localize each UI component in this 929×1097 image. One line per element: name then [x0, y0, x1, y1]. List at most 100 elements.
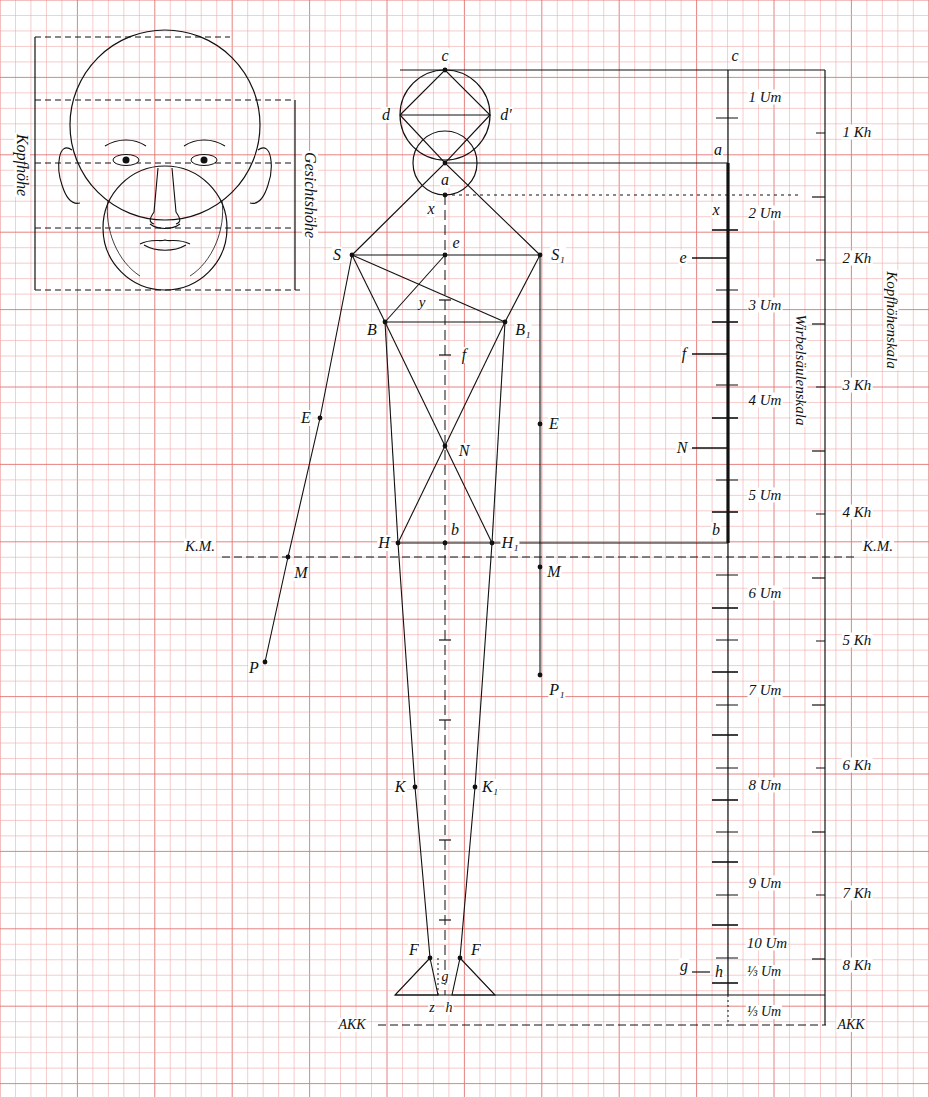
point-label: d′ — [499, 107, 513, 123]
bracket-line — [294, 100, 295, 290]
eyebrow — [105, 140, 146, 146]
grid-line — [0, 1006, 929, 1007]
grid-line — [0, 804, 929, 805]
grid-line — [588, 0, 589, 1097]
grid-line — [0, 433, 929, 434]
point-label: c — [440, 48, 449, 64]
grid-line — [0, 665, 929, 666]
grid-line — [681, 0, 682, 1097]
point-label: 10 Um — [746, 936, 788, 951]
point-label: F — [470, 942, 482, 958]
point-label: 1 Kh — [842, 125, 873, 140]
point-label: P — [248, 660, 260, 676]
scale-tick — [712, 861, 738, 863]
point-dot — [428, 956, 433, 961]
grid-line — [154, 0, 155, 1097]
grid-line — [216, 0, 217, 1097]
point-label: 1 Um — [748, 90, 783, 105]
foot — [452, 958, 495, 995]
grid-line — [820, 0, 821, 1097]
scale-tick — [716, 768, 738, 769]
foot — [395, 958, 438, 995]
point-label: K₁ — [481, 779, 499, 795]
grid-line — [0, 263, 929, 264]
mouth — [140, 240, 190, 250]
point-label: E — [548, 416, 560, 432]
grid-line — [0, 325, 929, 326]
point-label: c — [730, 48, 739, 64]
grid-line — [0, 681, 929, 682]
grid-line — [0, 185, 929, 186]
grid-line — [402, 0, 403, 1097]
grid-line — [0, 619, 929, 620]
grid-line — [557, 0, 558, 1097]
arm-line — [539, 255, 540, 675]
grid-line — [0, 743, 929, 744]
scale-tick — [816, 133, 825, 134]
ear — [59, 148, 80, 203]
point-label: e — [451, 235, 460, 251]
grid-line — [0, 309, 929, 310]
scale-tick — [692, 257, 728, 258]
point-label: K.M. — [184, 539, 216, 554]
grid-line — [0, 990, 929, 991]
grid-line — [371, 0, 372, 1097]
point-label: S — [332, 247, 342, 263]
point-label: N — [676, 440, 689, 456]
grid-line — [0, 247, 929, 248]
point-label: 6 Kh — [842, 758, 873, 773]
eyebrow — [184, 140, 225, 146]
scale-line — [824, 70, 825, 1025]
grid-line — [108, 0, 109, 1097]
nose — [150, 168, 180, 229]
point-label: B — [366, 322, 378, 338]
point-label: x — [426, 201, 435, 217]
point-dot — [538, 253, 543, 258]
scale-title: Kopfhöhe — [14, 133, 30, 197]
grid-line — [804, 0, 805, 1097]
torso-line — [505, 255, 540, 322]
grid-line — [0, 123, 929, 124]
grid-line — [758, 0, 759, 1097]
point-label: b — [450, 522, 460, 538]
point-dot — [473, 785, 478, 790]
grid-line — [743, 0, 744, 1097]
grid-line — [340, 0, 341, 1097]
scale-line — [727, 70, 728, 995]
grid-line — [526, 0, 527, 1097]
scale-tick — [716, 895, 738, 896]
point-label: 2 Kh — [842, 251, 873, 266]
grid-line — [0, 1083, 929, 1084]
grid-line — [30, 0, 31, 1097]
grid-line — [448, 0, 449, 1097]
grid-line — [897, 0, 898, 1097]
point-label: z — [428, 1001, 435, 1015]
grid-line — [0, 758, 929, 759]
axis-tick — [439, 354, 451, 355]
axis-tick — [439, 919, 451, 920]
torso-line — [352, 255, 385, 322]
grid-line — [0, 1021, 929, 1022]
scale-tick — [712, 924, 738, 926]
grid-line — [0, 201, 929, 202]
grid-line — [0, 77, 929, 78]
scale-tick — [812, 831, 825, 832]
torso-line — [385, 322, 398, 543]
grid-line — [0, 340, 929, 341]
diagonal-line — [352, 255, 505, 322]
grid-line — [572, 0, 573, 1097]
scale-tick — [816, 260, 825, 261]
scale-tick — [712, 734, 738, 736]
grid-line — [0, 696, 929, 697]
point-label: 7 Kh — [842, 886, 873, 901]
scale-tick — [692, 447, 728, 448]
point-dot — [443, 253, 448, 258]
grid-line — [263, 0, 264, 1097]
grid-line — [0, 417, 929, 418]
grid-line — [0, 944, 929, 945]
head-cross — [400, 115, 490, 163]
grid-line — [727, 0, 728, 1097]
grid-line — [0, 30, 929, 31]
point-label: AKK — [836, 1018, 865, 1032]
scale-tick — [692, 971, 710, 972]
